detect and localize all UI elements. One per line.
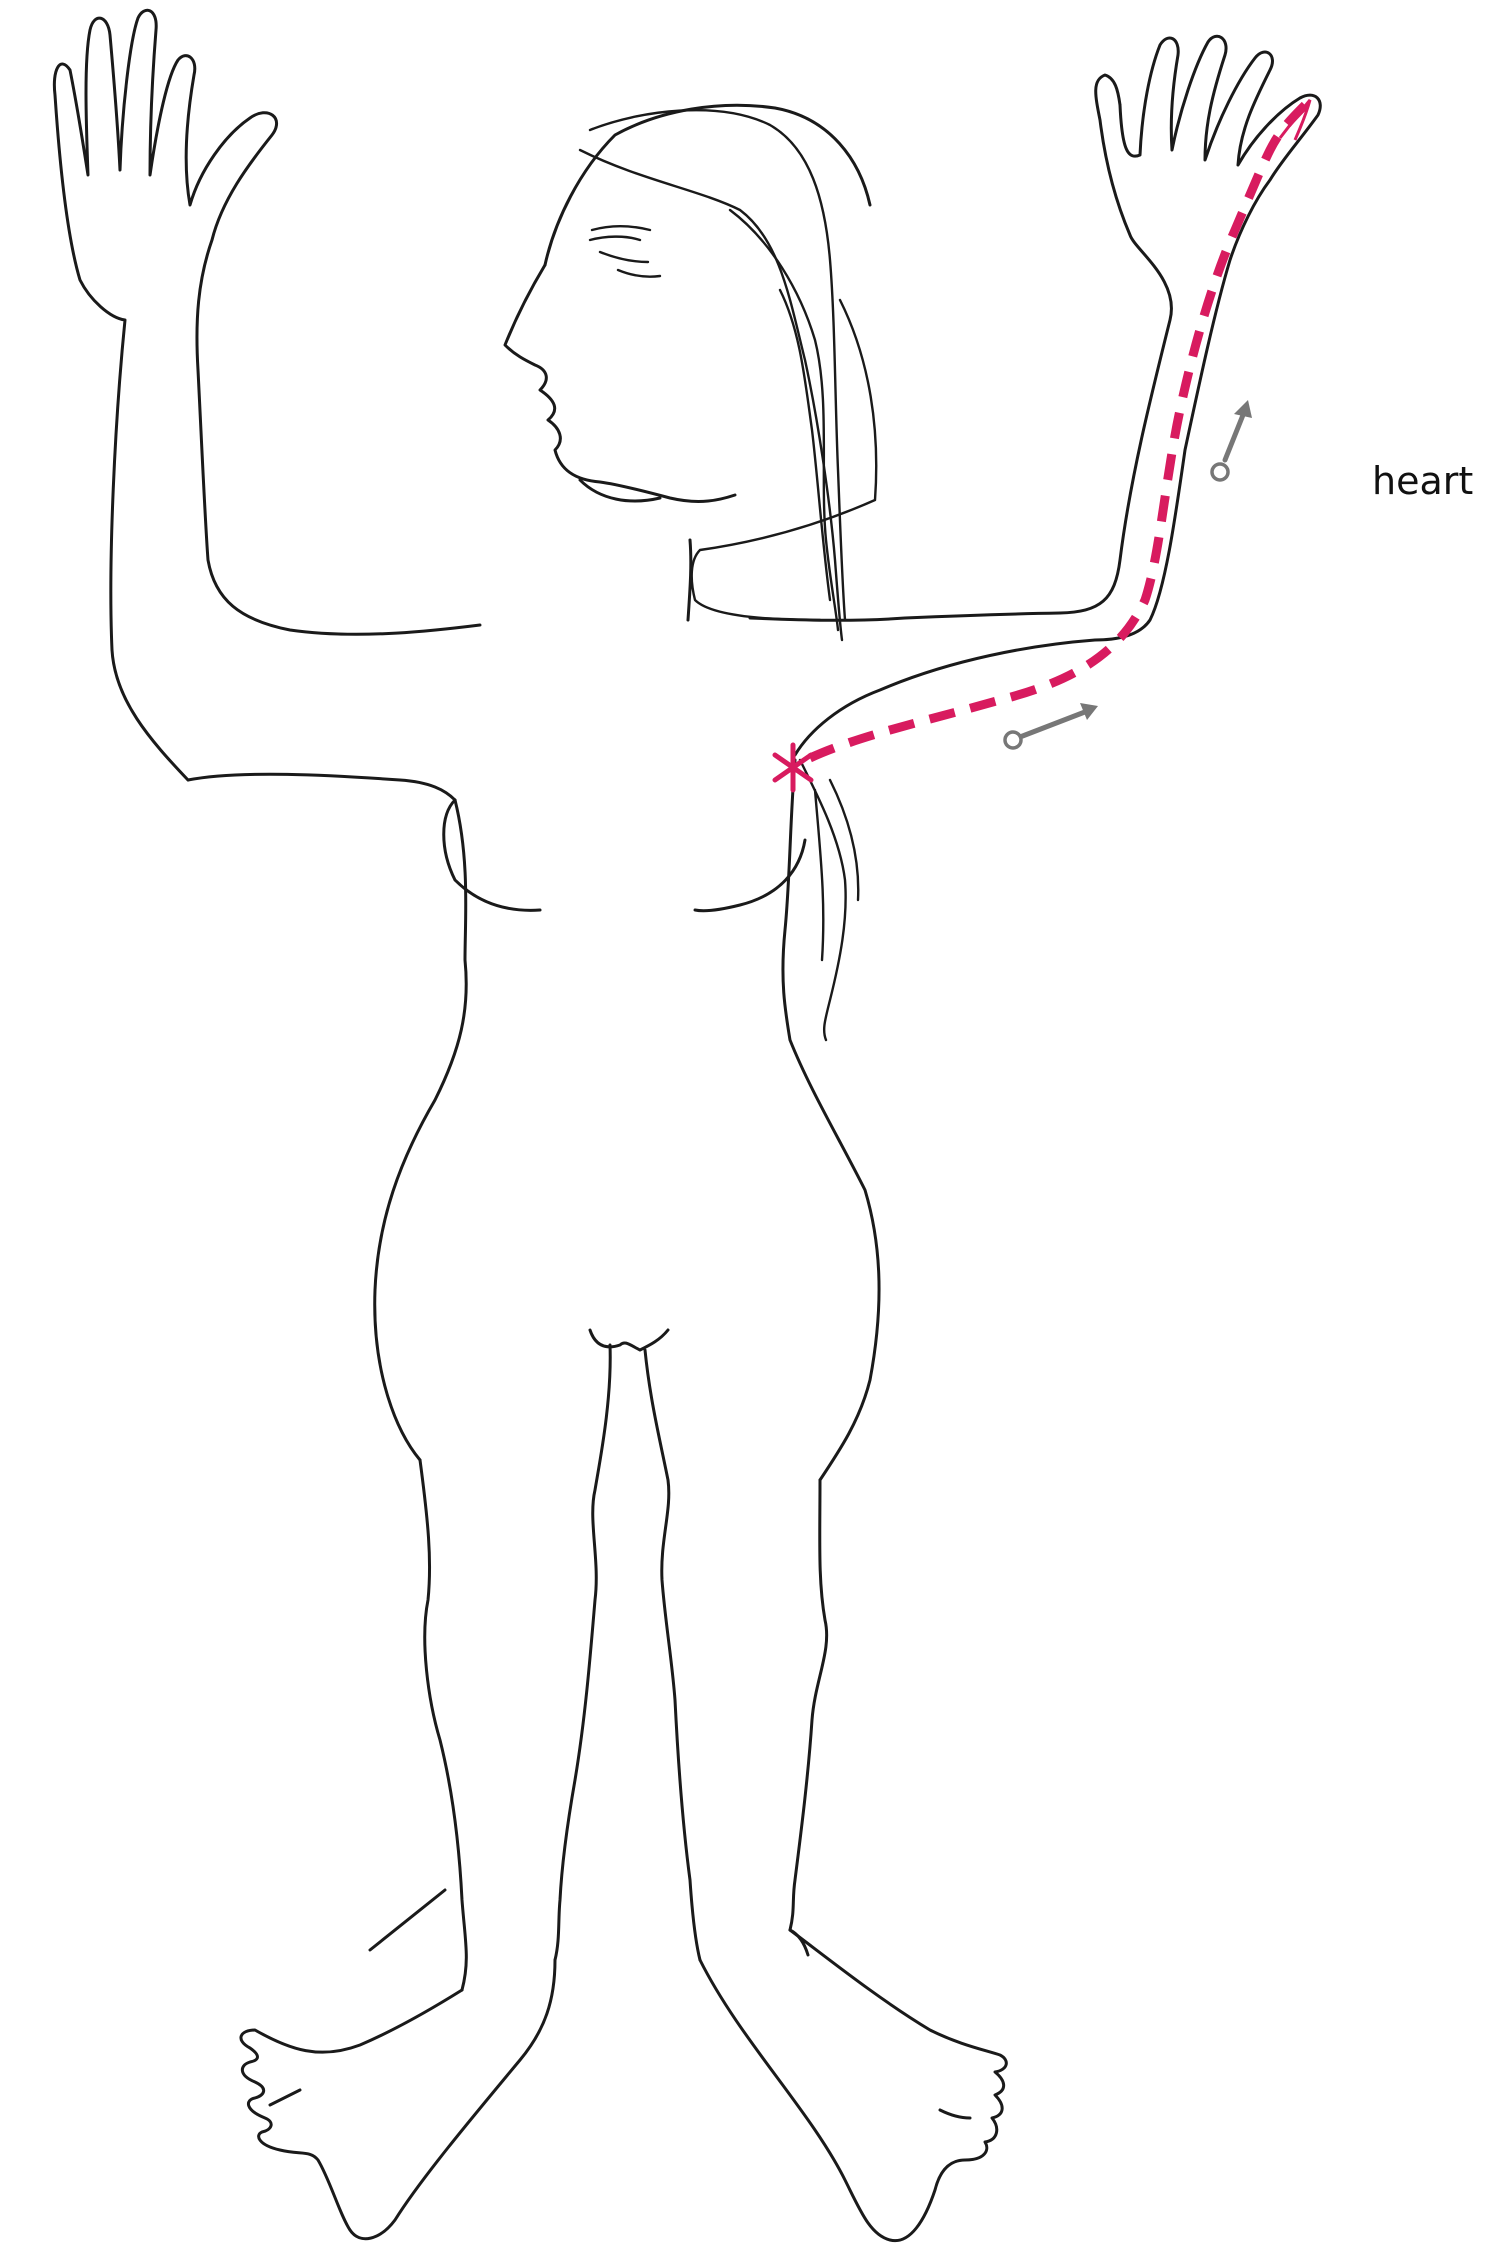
left-foot-toe-line [270,1890,445,2105]
asterisk-icon [775,745,811,790]
heart-label: heart [1372,462,1473,500]
hair-back [692,300,877,620]
body-outline [54,10,1320,2240]
left-foot [241,1960,555,2239]
torso-right [783,760,879,1480]
hair-strand-4 [780,290,830,600]
hair-strand-3 [730,210,838,630]
left-shoulder [188,774,455,800]
left-arm-outer [54,10,480,780]
hair-lower [800,760,858,1040]
face-profile [505,265,735,501]
right-arm-upper-edge [750,75,1171,620]
neck [580,480,691,620]
left-leg-outer [420,1460,466,1990]
left-leg-inner [555,1345,610,1960]
meridian-path [810,105,1305,758]
hair-strand-2 [580,150,842,640]
right-hand [795,36,1320,755]
right-leg-outer [790,1480,827,1930]
right-leg-inner [645,1350,700,1960]
direction-arrow-icon [1212,400,1252,480]
right-foot [700,1930,1006,2241]
direction-arrow-icon [1005,703,1098,748]
torso-left [375,800,467,1460]
right-foot-toe-line [790,1930,970,2118]
groin [590,1330,668,1350]
